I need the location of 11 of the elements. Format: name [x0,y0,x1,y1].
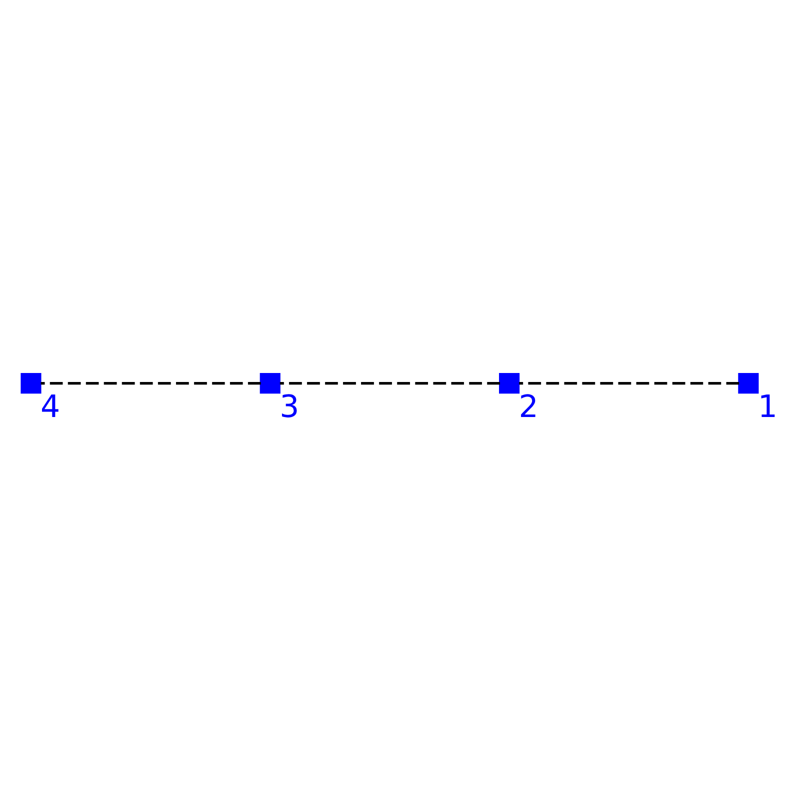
node-box [260,373,280,394]
connector [519,382,740,385]
node-box [20,373,42,394]
node-label: 1 [758,388,778,425]
node-box [738,373,759,394]
node-box [499,373,520,394]
node-label: 2 [518,388,538,425]
connector [40,382,261,385]
node-label: 3 [280,388,300,425]
node-label: 4 [40,388,60,425]
connector [280,382,500,385]
